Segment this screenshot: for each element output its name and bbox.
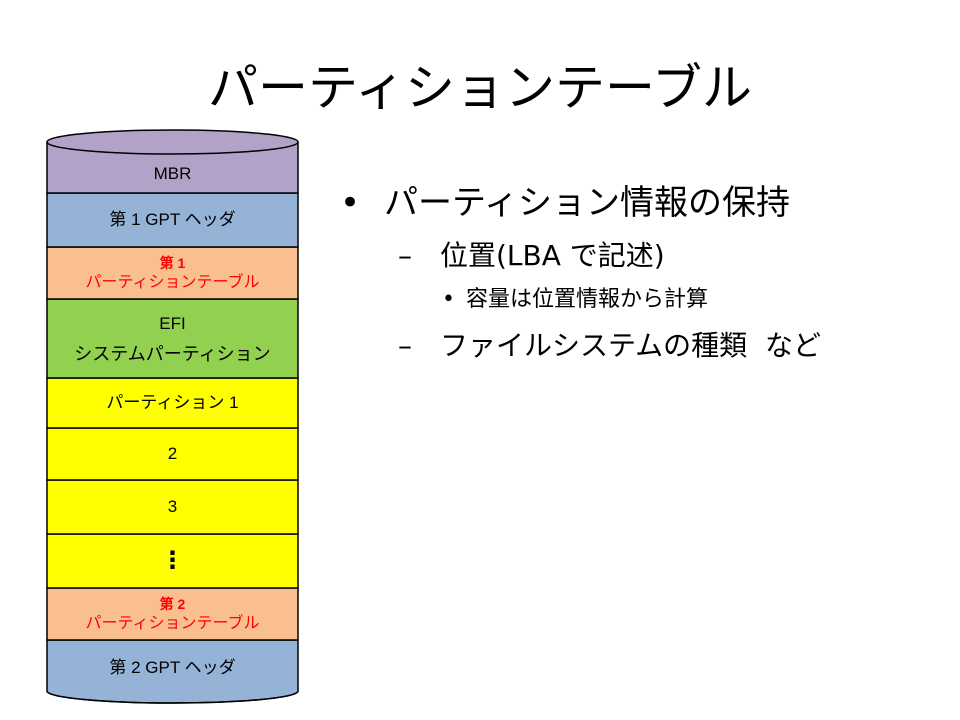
segment-mbr-shape xyxy=(46,142,299,194)
segment-partition-table-2-label: 第 2 パーティションテーブル xyxy=(47,588,298,640)
partition-table-2-text: パーティションテーブル xyxy=(85,615,260,632)
partition-3-text: 3 xyxy=(167,497,178,516)
segment-efi-shape xyxy=(46,298,299,379)
bullet-dash: – xyxy=(398,239,412,272)
gpt-header-1-text: 第 1 GPT ヘッダ xyxy=(109,210,236,229)
partition-table-1-number: 第 1 xyxy=(159,255,186,271)
partition-1-text: パーティション 1 xyxy=(106,393,239,412)
bullet-sub-position: – 位置(LBA で記述) xyxy=(398,234,940,278)
segment-partition-table-1-shape xyxy=(46,246,299,300)
segment-partition-3-label: 3 xyxy=(47,480,298,534)
bullet-dash: – xyxy=(398,329,412,362)
bullet-dot: • xyxy=(442,287,455,312)
partition-ellipsis-text: ⋮ xyxy=(160,547,185,574)
mbr-text: MBR xyxy=(153,163,192,183)
segment-partition-3-shape xyxy=(46,479,299,535)
segment-gpt-header-2-label: 第 2 GPT ヘッダ xyxy=(47,640,298,696)
cylinder-top-cap xyxy=(46,129,299,155)
cylinder-bottom-curve xyxy=(46,690,299,704)
efi-text: EFI xyxy=(159,313,186,333)
bullet-sub-capacity: • 容量は位置情報から計算 xyxy=(442,282,940,318)
segment-gpt-header-1-shape xyxy=(46,192,299,248)
efi-system-partition-text: システムパーティション xyxy=(74,343,271,364)
bullet-main: • パーティション情報の保持 xyxy=(340,178,940,228)
gpt-header-2-text: 第 2 GPT ヘッダ xyxy=(109,658,236,677)
partition-table-2-number: 第 2 xyxy=(159,596,186,612)
segment-partition-2-shape xyxy=(46,427,299,481)
partition-table-1-text: パーティションテーブル xyxy=(85,274,260,291)
slide-title: パーティションテーブル xyxy=(208,59,752,117)
segment-partition-1-label: パーティション 1 xyxy=(47,378,298,428)
bullet-sub-filesystem-text: ファイルシステムの種類 など xyxy=(440,329,821,362)
segment-partition-2-label: 2 xyxy=(47,428,298,480)
bullet-sub-capacity-text: 容量は位置情報から計算 xyxy=(466,287,709,312)
partition-2-text: 2 xyxy=(167,444,178,463)
segment-partition-more-label: ⋮ xyxy=(47,534,298,588)
bullet-sub-position-text: 位置(LBA で記述) xyxy=(440,239,665,272)
segment-partition-table-2-shape xyxy=(46,587,299,641)
segment-partition-table-1-label: 第 1 パーティションテーブル xyxy=(47,247,298,299)
bullet-sub-filesystem: – ファイルシステムの種類 など xyxy=(398,324,940,368)
segment-gpt-header-1-label: 第 1 GPT ヘッダ xyxy=(47,193,298,247)
bullet-main-text: パーティション情報の保持 xyxy=(384,183,790,223)
segment-efi-label: EFI システムパーティション xyxy=(47,299,298,378)
segment-mbr-label: MBR xyxy=(47,154,298,193)
bullet-list: • パーティション情報の保持 – 位置(LBA で記述) • 容量は位置情報から… xyxy=(340,178,940,368)
bullet-dot: • xyxy=(340,183,361,223)
segment-partition-1-shape xyxy=(46,377,299,429)
